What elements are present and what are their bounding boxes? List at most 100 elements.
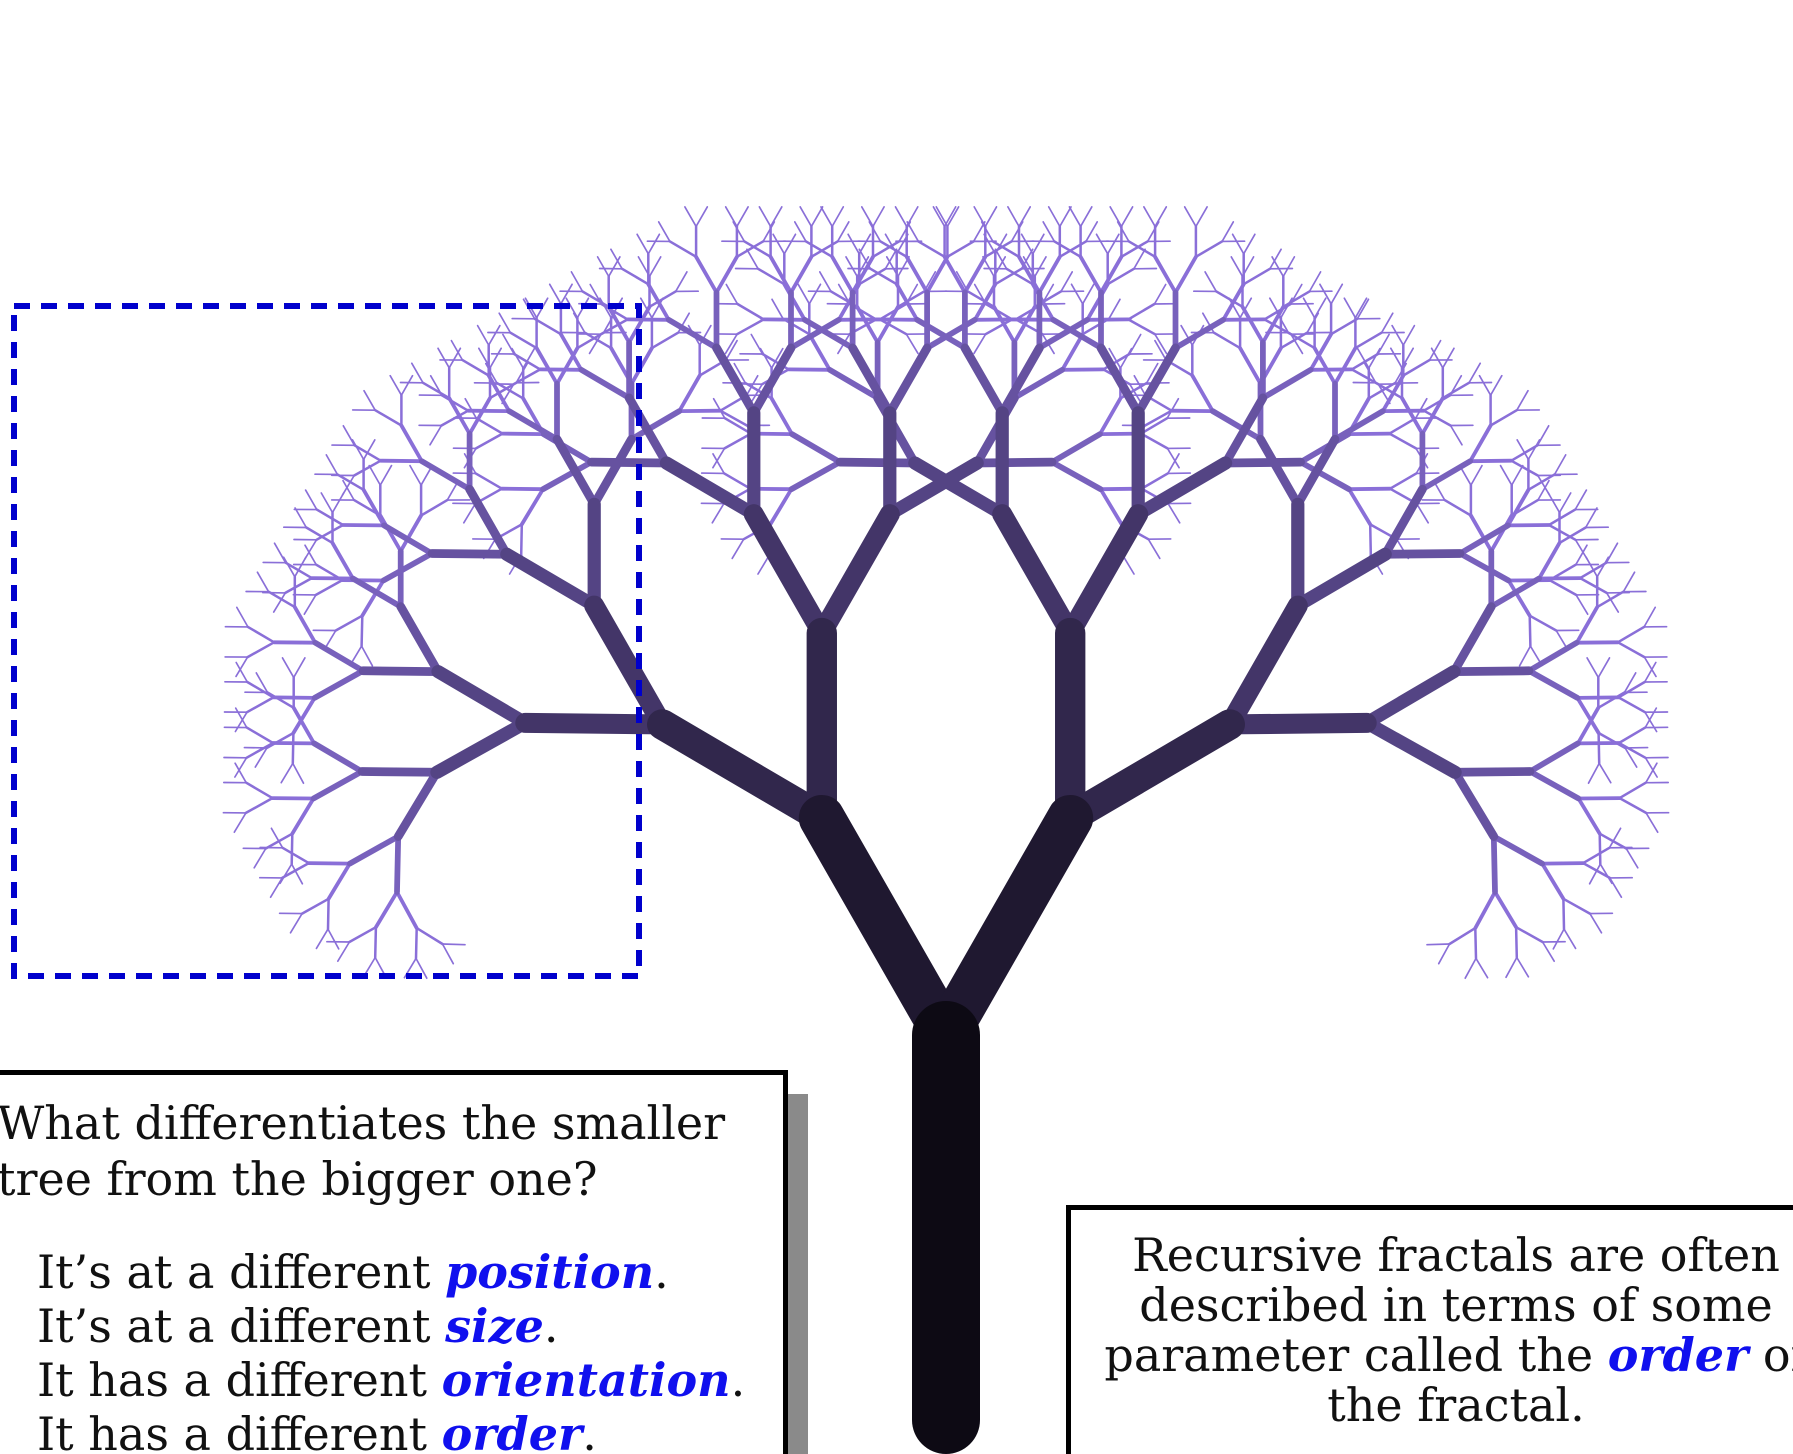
tree-branch bbox=[235, 606, 249, 628]
note-line-3: parameter called the order of bbox=[1071, 1330, 1793, 1380]
tree-branch bbox=[684, 206, 697, 228]
tree-branch bbox=[1450, 767, 1535, 777]
tree-branch bbox=[1058, 206, 1072, 228]
tree-branch bbox=[984, 318, 1014, 336]
tree-branch bbox=[495, 381, 525, 400]
tree-branch bbox=[1388, 432, 1418, 450]
tree-branch bbox=[783, 233, 797, 255]
tree-branch bbox=[1319, 283, 1332, 305]
tree-branch bbox=[1242, 233, 1256, 255]
tree-branch bbox=[264, 832, 294, 850]
tree-branch bbox=[235, 656, 249, 678]
tree-branch bbox=[279, 863, 293, 885]
tree-branch bbox=[746, 248, 759, 270]
tree-branch bbox=[722, 472, 752, 490]
tree-branch bbox=[409, 464, 422, 486]
note-line-4: the fractal. bbox=[1327, 1378, 1585, 1432]
tree-branch bbox=[581, 290, 610, 309]
tree-branch bbox=[1448, 926, 1477, 946]
tree-branch bbox=[1643, 606, 1657, 628]
tree-branch bbox=[255, 672, 269, 694]
tree-branch bbox=[1558, 492, 1572, 514]
note-text: of bbox=[1762, 1328, 1793, 1382]
tree-branch bbox=[1578, 576, 1608, 595]
tree-branch bbox=[1644, 756, 1658, 778]
tree-branch bbox=[628, 408, 683, 443]
tree-branch bbox=[306, 861, 352, 866]
tree-branch bbox=[291, 762, 305, 785]
tree-branch bbox=[1133, 374, 1147, 397]
tree-branch bbox=[1143, 206, 1156, 228]
tree-branch bbox=[1263, 302, 1292, 321]
tree-branch bbox=[559, 332, 584, 372]
tree-branch bbox=[946, 206, 960, 228]
tree-branch bbox=[712, 397, 726, 420]
tree-branch bbox=[1293, 434, 1340, 509]
tree-branch bbox=[368, 464, 382, 486]
answer-punct: . bbox=[654, 1245, 669, 1299]
tree-branch bbox=[336, 473, 365, 492]
tree-branch bbox=[788, 316, 842, 351]
tree-branch bbox=[265, 731, 295, 750]
tree-branch bbox=[1287, 331, 1316, 350]
tree-branch bbox=[1354, 297, 1368, 319]
tree-branch bbox=[256, 571, 270, 593]
answer-text: It has a different bbox=[37, 1353, 442, 1407]
tree-branch bbox=[1347, 486, 1392, 492]
tree-branch bbox=[488, 381, 518, 400]
tree-branch bbox=[750, 333, 764, 355]
tree-branch bbox=[756, 267, 786, 286]
tree-branch bbox=[415, 957, 428, 980]
tree-branch bbox=[1329, 317, 1359, 336]
tree-branch bbox=[1042, 221, 1056, 243]
answer-text: It’s at a different bbox=[37, 1299, 446, 1353]
tree-branch bbox=[474, 432, 504, 450]
tree-branch bbox=[1240, 304, 1265, 345]
tree-branch bbox=[1033, 256, 1047, 278]
tree-branch bbox=[311, 667, 366, 701]
tree-branch bbox=[1617, 696, 1647, 714]
tree-branch bbox=[1068, 206, 1082, 228]
tree-branch bbox=[636, 233, 650, 255]
tree-branch bbox=[804, 240, 834, 259]
tree-branch bbox=[694, 254, 719, 295]
tree-branch bbox=[1526, 667, 1581, 701]
tree-branch bbox=[1173, 254, 1198, 295]
tree-branch bbox=[1644, 762, 1658, 784]
tree-branch bbox=[1215, 290, 1244, 309]
tree-branch bbox=[1279, 331, 1309, 350]
tree-branch bbox=[808, 283, 822, 305]
tree-branch bbox=[1595, 590, 1625, 609]
tree-branch bbox=[289, 912, 303, 934]
tree-branch bbox=[606, 304, 631, 345]
answer-punct: . bbox=[543, 1299, 559, 1353]
tree-branch bbox=[314, 578, 344, 597]
tree-branch bbox=[246, 680, 275, 699]
tree-branch bbox=[1457, 522, 1511, 557]
tree-branch bbox=[1515, 956, 1530, 978]
tree-branch bbox=[1563, 928, 1577, 950]
tree-branch bbox=[736, 302, 765, 321]
tree-branch bbox=[1167, 502, 1181, 524]
tree-branch bbox=[1552, 928, 1565, 950]
tree-branch bbox=[869, 267, 898, 286]
branch-layer bbox=[270, 254, 1622, 930]
tree-branch bbox=[1106, 233, 1120, 255]
tree-branch bbox=[1537, 479, 1550, 501]
tree-branch bbox=[668, 240, 698, 259]
tree-branch bbox=[657, 221, 671, 243]
tree-branch bbox=[1510, 459, 1540, 477]
tree-branch bbox=[1154, 339, 1167, 361]
tree-branch bbox=[512, 368, 542, 386]
tree-branch bbox=[1598, 762, 1612, 784]
branch-layer bbox=[222, 206, 1670, 980]
answer-punct: . bbox=[582, 1407, 597, 1454]
tree-branch bbox=[1260, 366, 1314, 401]
tree-branch bbox=[914, 316, 968, 351]
tree-branch bbox=[973, 282, 998, 322]
tree-branch bbox=[266, 691, 295, 710]
keyword-position: position bbox=[445, 1245, 655, 1299]
tree-branch bbox=[745, 374, 759, 397]
tree-branch bbox=[1368, 523, 1373, 556]
list-item: It’s at a different size. bbox=[37, 1299, 783, 1353]
